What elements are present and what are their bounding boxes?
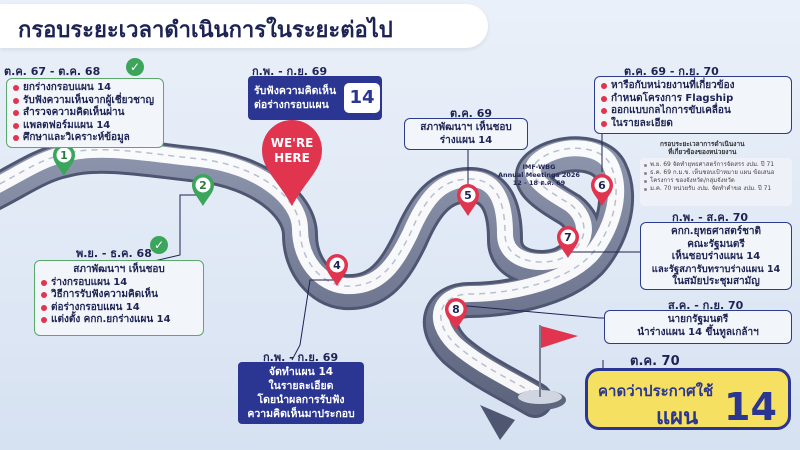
milestone-5-card: สภาพัฒนาฯ เห็นชอบ ร่างแผน 14 — [404, 118, 528, 150]
milestone-pin-8: 8 — [445, 298, 467, 330]
milestone-4-card: จัดทำแผน 14 ในรายละเอียด โดยนำผลการรับฟั… — [238, 362, 364, 424]
pin-inner — [448, 301, 464, 317]
road-center-line — [0, 147, 617, 395]
milestone-2-item-cont: ต่อร่างกรอบแผน 14 — [41, 302, 197, 315]
imf-meetings-label: IMF-WBG Annual Meetings 2026 12 - 18 ต.ค… — [498, 163, 580, 187]
imf-line: Annual Meetings 2026 — [498, 171, 580, 179]
milestone-pins: 1 2 4 5 6 7 8 — [53, 144, 613, 330]
milestone-pin-6: 6 — [591, 174, 613, 206]
agency-note-heading-line: ที่เกี่ยวข้องของหน่วยงาน — [668, 148, 737, 156]
pin-number: 1 — [60, 149, 68, 162]
pin-number: 8 — [452, 303, 460, 316]
milestone-8-line: นายกรัฐมนตรี — [667, 314, 729, 325]
connector-8 — [455, 304, 605, 319]
we-are-here-text: HERE — [274, 151, 310, 165]
we-are-here-text: WE'RE — [271, 136, 314, 150]
milestone-5-date: ต.ค. 69 — [450, 107, 492, 120]
final-line-1: คาดว่าประกาศใช้ — [598, 382, 714, 400]
milestone-7-line: คกก.ยุทธศาสตร์ชาติ — [671, 226, 761, 237]
imf-line: 12 - 18 ต.ค. 69 — [512, 179, 566, 187]
imf-line: IMF-WBG — [522, 163, 556, 171]
milestone-pin-7: 7 — [557, 226, 579, 258]
pin-inner — [56, 147, 72, 163]
milestone-4-line: ในรายละเอียด — [268, 380, 334, 392]
pin-inner — [460, 187, 476, 203]
milestone-2-item: วิธีการรับฟังความคิดเห็น — [41, 289, 197, 302]
milestone-1-card: ยกร่างกรอบแผน 14 รับฟังความเห็นจากผู้เชี… — [6, 78, 164, 148]
pin-number: 4 — [333, 259, 341, 272]
agency-note: พ.ย. 69 จัดทำยุทธศาสตร์การจัดสรร งปม. ปี… — [640, 158, 792, 206]
agency-note-item: ธ.ค. 69 ก.ม.ข. เห็นชอบเป้าหมาย แผน ข้อเส… — [644, 169, 788, 177]
milestone-2-card: สภาพัฒนาฯ เห็นชอบ ร่างกรอบแผน 14 วิธีการ… — [34, 260, 204, 336]
pin-inner — [329, 257, 345, 273]
agency-note-item: ม.ค. 70 หน่วยรับ งปม. จัดทำคำขอ งปม. ปี … — [644, 185, 788, 193]
milestone-7-line: คณะรัฐมนตรี — [687, 238, 745, 250]
connector-4 — [291, 279, 337, 361]
milestone-4-date: ก.พ. - ก.ย. 69 — [263, 351, 339, 364]
final-plan-number: 14 — [724, 385, 777, 429]
pin-number: 2 — [199, 179, 207, 192]
milestone-8-date: ส.ค. - ก.ย. 70 — [668, 299, 744, 312]
milestone-pin-1: 1 — [53, 144, 75, 176]
milestone-4-line: ความคิดเห็นมาประกอบ — [247, 408, 355, 420]
milestone-7-line: เห็นชอบร่างแผน 14 — [671, 251, 761, 262]
pin-inner — [195, 177, 211, 193]
final-line-2: แผน — [656, 405, 699, 430]
milestone-6-item-cont: ในรายละเอียด — [601, 118, 785, 131]
milestone-7-card: คกก.ยุทธศาสตร์ชาติ คณะรัฐมนตรี เห็นชอบร่… — [640, 222, 792, 290]
red-flag — [541, 326, 578, 348]
milestone-1-date: ต.ค. 67 - ต.ค. 68 — [4, 65, 101, 78]
final-announcement: คาดว่าประกาศใช้ แผน 14 — [585, 368, 791, 430]
page-title: กรอบระยะเวลาดำเนินการในระยะต่อไป — [0, 4, 488, 48]
connector-2 — [149, 194, 203, 263]
milestone-1-item: รับฟังความเห็นจากผู้เชี่ยวชาญ — [13, 95, 157, 108]
milestone-pin-5: 5 — [457, 184, 479, 216]
pin-number: 5 — [464, 189, 472, 202]
milestone-7-line: ในสมัยประชุมสามัญ — [672, 276, 760, 287]
milestone-2-date: พ.ย. - ธ.ค. 68 — [76, 247, 152, 260]
milestone-5-line: สภาพัฒนาฯ เห็นชอบ — [420, 122, 512, 133]
road-end-arrow — [480, 405, 515, 440]
check-icon: ✓ — [150, 236, 168, 254]
agency-note-heading-line: กรอบระยะเวลาการดำเนินงาน — [660, 140, 745, 148]
milestone-6-date: ต.ค. 69 - ก.ย. 70 — [624, 65, 719, 78]
milestone-6-item: กำหนดโครงการ Flagship — [601, 93, 785, 106]
milestone-6-card: หารือกับหน่วยงานที่เกี่ยวข้อง กำหนดโครงก… — [594, 76, 792, 134]
pin-inner — [594, 177, 610, 193]
milestone-2-item: ร่างกรอบแผน 14 — [41, 277, 197, 290]
milestone-2-heading: สภาพัฒนาฯ เห็นชอบ — [73, 264, 165, 275]
milestone-7-line: และรัฐสภารับทราบร่างแผน 14 — [651, 263, 781, 275]
final-date: ต.ค. 70 — [630, 354, 680, 369]
milestone-3-date: ก.พ. - ก.ย. 69 — [252, 65, 328, 78]
milestone-3-line: รับฟังความคิดเห็น — [254, 85, 337, 97]
milestone-1-item: สำรวจความคิดเห็นผ่าน — [13, 107, 157, 120]
milestone-7-date: ก.พ. - ส.ค. 70 — [672, 211, 749, 224]
milestone-1-item: ศึกษาและวิเคราะห์ข้อมูล — [13, 132, 157, 145]
milestone-4-line: จัดทำแผน 14 — [268, 366, 334, 378]
milestone-5-line: ร่างแผน 14 — [439, 134, 493, 146]
we-are-here-shape — [262, 120, 322, 206]
pin-inner — [560, 229, 576, 245]
agency-note-item-cont: โครงการ ของจังหวัด/กลุ่มจังหวัด — [644, 177, 788, 185]
pin-number: 6 — [598, 179, 606, 192]
milestone-8-card: นายกรัฐมนตรี นำร่างแผน 14 ขึ้นทูลเกล้าฯ — [604, 310, 792, 344]
milestone-pin-4: 4 — [326, 254, 348, 286]
pin-number: 7 — [564, 231, 572, 244]
milestone-2-item: แต่งตั้ง คกก.ยกร่างแผน 14 — [41, 314, 197, 327]
milestone-6-item: ออกแบบกลไกการขับเคลื่อน — [601, 105, 785, 118]
agency-note-heading: กรอบระยะเวลาการดำเนินงาน ที่เกี่ยวข้องขอ… — [660, 140, 745, 156]
milestone-4-line: โดยนำผลการรับฟัง — [257, 394, 345, 406]
check-icon: ✓ — [126, 58, 144, 76]
plan-14-badge: 14 — [344, 83, 380, 113]
milestone-1-item: ยกร่างกรอบแผน 14 — [13, 82, 157, 95]
milestone-8-line: นำร่างแผน 14 ขึ้นทูลเกล้าฯ — [637, 326, 759, 338]
milestone-6-item: หารือกับหน่วยงานที่เกี่ยวข้อง — [601, 80, 785, 93]
milestone-3-line: ต่อร่างกรอบแผน — [254, 99, 329, 111]
milestone-1-item-cont: แพลตฟอร์มแผน 14 — [13, 120, 157, 133]
agency-note-item: พ.ย. 69 จัดทำยุทธศาสตร์การจัดสรร งปม. ปี… — [644, 161, 788, 169]
milestone-pin-2: 2 — [192, 174, 214, 206]
